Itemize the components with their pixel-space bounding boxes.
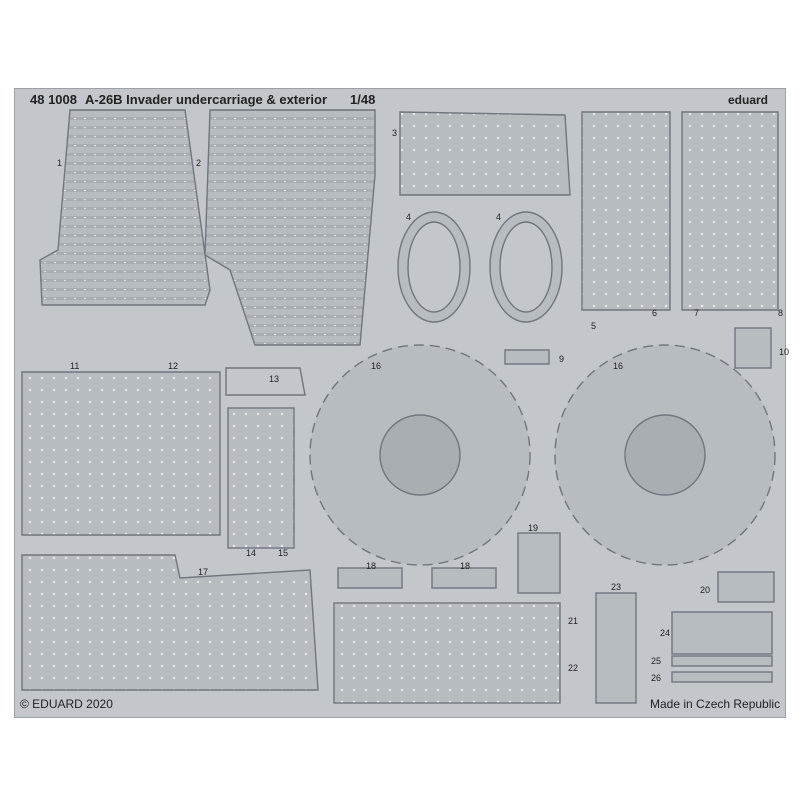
part-11-12 [21, 371, 221, 536]
part-number: 18 [460, 561, 471, 571]
part-number: 4 [406, 212, 412, 222]
part-13 [225, 367, 306, 396]
part-18-right [431, 567, 497, 589]
part-21-22 [333, 602, 561, 704]
part-number: 20 [700, 585, 711, 595]
part-number: 7 [694, 308, 700, 318]
kit-scale: 1/48 [350, 92, 376, 107]
part-number: 25 [651, 656, 662, 666]
part-number: 14 [246, 548, 257, 558]
part-17 [21, 554, 319, 691]
part-number: 22 [568, 663, 579, 673]
part-19 [517, 532, 561, 594]
part-number: 1 [57, 158, 63, 168]
part-14-15 [227, 407, 295, 549]
part-number: 17 [198, 567, 209, 577]
copyright-text: © EDUARD 2020 [20, 697, 113, 711]
kit-title: A-26B Invader undercarriage & exterior [85, 92, 328, 107]
part-number: 12 [168, 361, 179, 371]
part-number: 15 [278, 548, 289, 558]
part-25 [671, 655, 773, 667]
brand-logo: eduard [728, 93, 769, 107]
part-number: 5 [591, 321, 597, 331]
part-7-8 [681, 111, 779, 311]
part-3-panel [399, 111, 571, 196]
part-10 [734, 327, 772, 369]
part-number: 6 [652, 308, 658, 318]
part-2-door [204, 109, 376, 346]
part-number: 24 [660, 628, 671, 638]
part-number: 13 [269, 374, 280, 384]
part-9 [504, 349, 550, 365]
part-number: 2 [196, 158, 202, 168]
part-number: 16 [371, 361, 382, 371]
part-number: 4 [496, 212, 502, 222]
part-5-6 [581, 111, 671, 311]
part-23 [595, 592, 637, 704]
part-number: 18 [366, 561, 377, 571]
part-number: 10 [779, 347, 790, 357]
part-number: 8 [778, 308, 784, 318]
part-1-door [39, 109, 211, 306]
part-18-left [337, 567, 403, 589]
part-24 [671, 611, 773, 655]
kit-code: 48 1008 [30, 92, 77, 107]
part-number: 11 [70, 361, 80, 371]
part-number: 23 [611, 582, 622, 592]
part-number: 9 [559, 354, 565, 364]
part-number: 16 [613, 361, 624, 371]
part-number: 26 [651, 673, 662, 683]
part-number: 3 [392, 128, 398, 138]
part-number: 21 [568, 616, 579, 626]
part-26 [671, 671, 773, 683]
origin-text: Made in Czech Republic [650, 697, 781, 711]
part-number: 19 [528, 523, 539, 533]
part-20 [717, 571, 775, 603]
